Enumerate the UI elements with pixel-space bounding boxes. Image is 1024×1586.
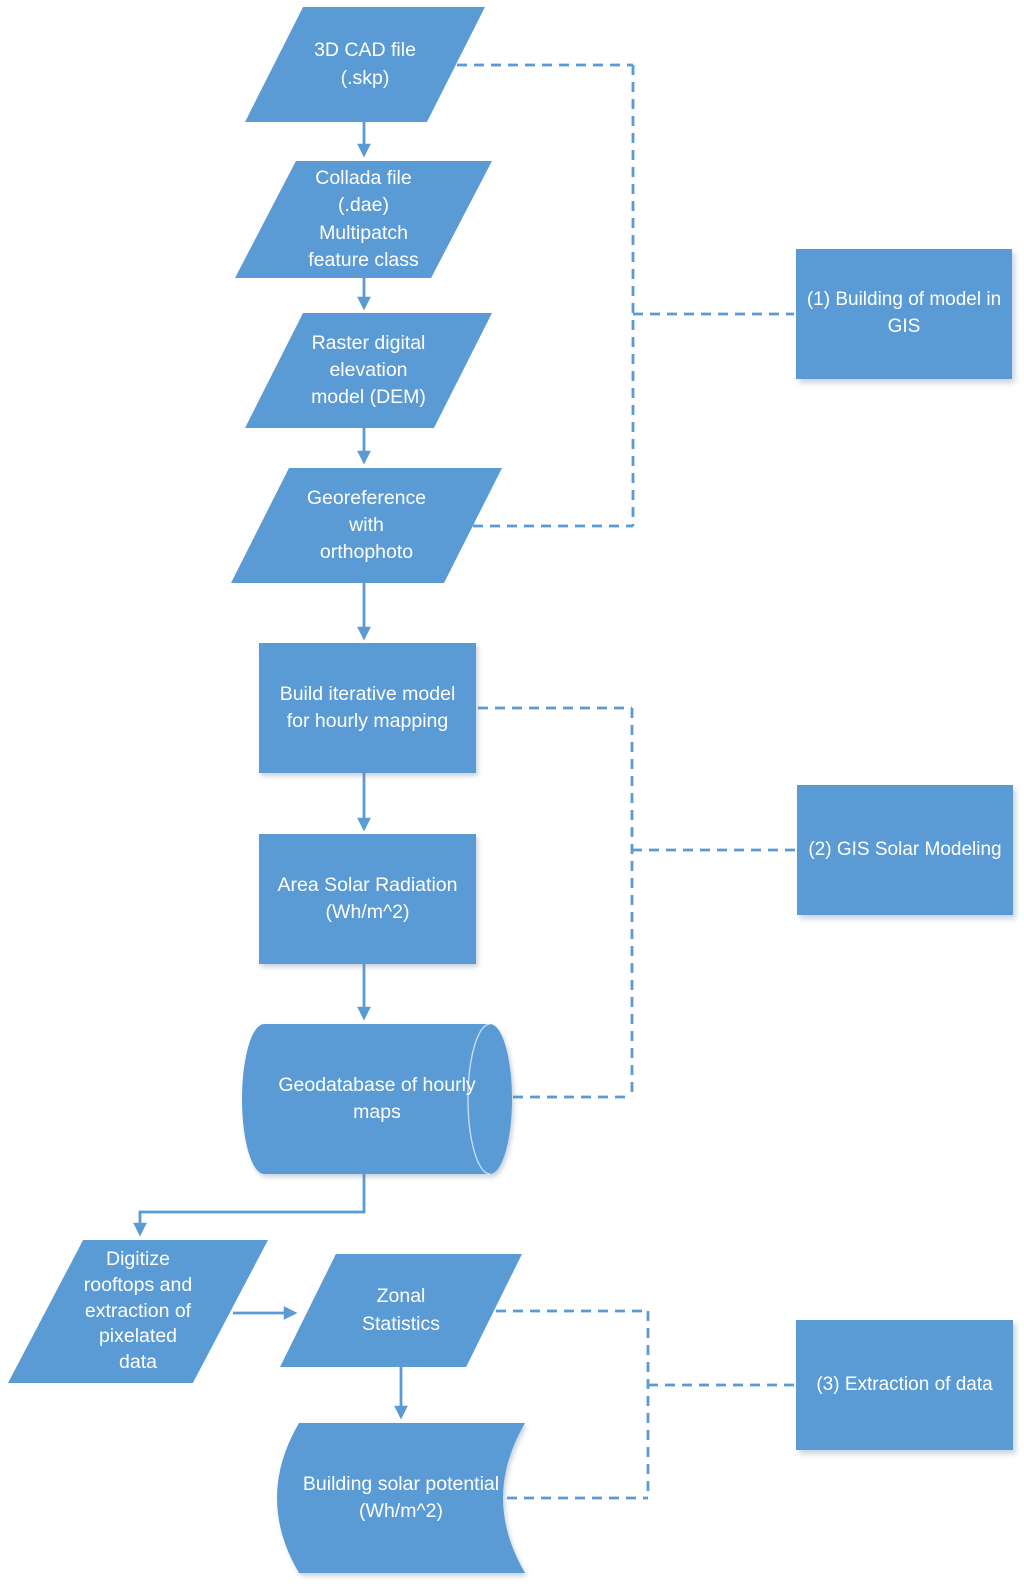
- dashed-bracket-group-3: [496, 1309, 794, 1500]
- node-building-solar-potential-label: Building solar potential (Wh/m^2): [302, 1472, 500, 1522]
- node-3d-cad-file: 3D CAD file (.skp): [245, 7, 485, 122]
- group-2-label: (2) GIS Solar Modeling: [808, 838, 1002, 860]
- node-raster-dem-label: Raster digital elevation model (DEM): [311, 331, 426, 409]
- group-3-label: (3) Extraction of data: [816, 1373, 993, 1395]
- group-2-label-box: (2) GIS Solar Modeling: [797, 785, 1013, 915]
- node-georeference: Georeference with orthophoto: [231, 468, 502, 583]
- arrow-geodb-to-digitize: [133, 1174, 366, 1237]
- node-collada-file: Collada file (.dae) Multipatch feature c…: [235, 161, 492, 278]
- node-area-solar-radiation: Area Solar Radiation (Wh/m^2): [259, 834, 476, 964]
- node-zonal-statistics-label: Zonal Statistics: [361, 1285, 441, 1335]
- stored-data-shape: [277, 1423, 525, 1573]
- node-georeference-label: Georeference with orthophoto: [306, 486, 427, 564]
- node-zonal-statistics: Zonal Statistics: [280, 1254, 522, 1367]
- group-1-label: (1) Building of model in GIS: [806, 289, 1002, 337]
- group-1-label-box: (1) Building of model in GIS: [796, 249, 1012, 379]
- node-building-solar-potential: Building solar potential (Wh/m^2): [277, 1423, 525, 1573]
- node-build-iterative-model: Build iterative model for hourly mapping: [259, 643, 476, 773]
- node-geodatabase-label: Geodatabase of hourly maps: [278, 1073, 476, 1123]
- node-3d-cad-file-label: 3D CAD file (.skp): [314, 39, 416, 89]
- dashed-bracket-group-1: [457, 63, 794, 528]
- node-geodatabase: Geodatabase of hourly maps: [242, 1023, 512, 1175]
- rectangle-shape: [259, 834, 476, 964]
- group-3-label-box: (3) Extraction of data: [796, 1320, 1013, 1450]
- node-build-iterative-model-label: Build iterative model for hourly mapping: [279, 682, 456, 732]
- node-collada-file-label: Collada file (.dae) Multipatch feature c…: [308, 166, 419, 271]
- node-digitize-rooftops-label: Digitize rooftops and extraction of pixe…: [83, 1248, 193, 1374]
- node-digitize-rooftops: Digitize rooftops and extraction of pixe…: [8, 1240, 268, 1383]
- rectangle-shape: [259, 643, 476, 773]
- node-area-solar-radiation-label: Area Solar Radiation (Wh/m^2): [277, 873, 458, 923]
- node-raster-dem: Raster digital elevation model (DEM): [245, 313, 492, 428]
- dashed-bracket-group-2: [478, 706, 795, 1099]
- cylinder-shape: [242, 1023, 512, 1175]
